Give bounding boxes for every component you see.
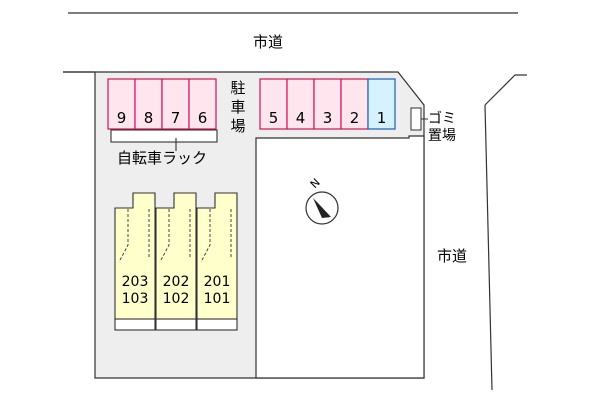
parking-space-2: 2 — [340, 78, 369, 130]
parking-space-number: 7 — [171, 109, 181, 127]
compass-needle-tail — [313, 198, 331, 217]
bike-rack — [110, 129, 218, 143]
unit-balcony — [155, 318, 197, 331]
parking-space-number: 5 — [269, 109, 279, 127]
parking-space-box — [286, 78, 315, 130]
unit-lower-number: 102 — [163, 291, 190, 307]
parking-space-box — [107, 78, 136, 130]
parking-label-2: 車 — [230, 98, 245, 116]
unit-upper-number: 202 — [163, 274, 190, 290]
parking-label-1: 駐 — [230, 79, 245, 97]
unit-upper-number: 201 — [204, 274, 231, 290]
parking-space-box — [367, 78, 396, 130]
parking-space-box — [313, 78, 342, 130]
parking-space-7: 7 — [161, 78, 190, 130]
bike-rack-label: 自転車ラック — [117, 149, 207, 167]
compass: N — [305, 176, 339, 225]
parking-space-box — [188, 78, 217, 130]
parking-space-5: 5 — [259, 78, 288, 130]
parking-space-box — [340, 78, 369, 130]
parking-space-4: 4 — [286, 78, 315, 130]
parking-space-number: 2 — [350, 109, 360, 127]
compass-needle — [313, 198, 331, 218]
parking-space-number: 8 — [144, 109, 154, 127]
parking-space-9: 9 — [107, 78, 136, 130]
parking-space-3: 3 — [313, 78, 342, 130]
unit-lower-number: 101 — [204, 291, 231, 307]
top-road-label: 市道 — [253, 33, 283, 51]
parking-space-6: 6 — [188, 78, 217, 130]
garbage-label-2: 置場 — [428, 128, 456, 144]
parking-space-number: 6 — [198, 109, 208, 127]
open-area — [255, 135, 425, 379]
parking-space-box — [161, 78, 190, 130]
parking-space-box — [259, 78, 288, 130]
parking-space-number: 4 — [296, 109, 306, 127]
unit-balcony — [114, 318, 156, 331]
parking-space-1: 1 — [367, 78, 396, 130]
parking-space-number: 9 — [117, 109, 127, 127]
unit-balcony — [196, 318, 238, 331]
parking-space-8: 8 — [134, 78, 163, 130]
unit-lower-number: 103 — [122, 291, 149, 307]
parking-space-number: 3 — [323, 109, 333, 127]
right-road-edge — [484, 74, 527, 106]
garbage-box — [410, 107, 422, 131]
right-road-edge-line — [484, 104, 493, 391]
right-road-label: 市道 — [437, 247, 467, 265]
unit-stair — [159, 209, 170, 263]
parking-label-3: 場 — [230, 117, 245, 135]
garbage-label-1: ゴミ — [428, 110, 456, 127]
unit-upper-number: 203 — [122, 274, 149, 290]
unit-stair — [200, 209, 211, 263]
parking-space-number: 1 — [377, 109, 387, 127]
unit-stair — [118, 209, 129, 263]
